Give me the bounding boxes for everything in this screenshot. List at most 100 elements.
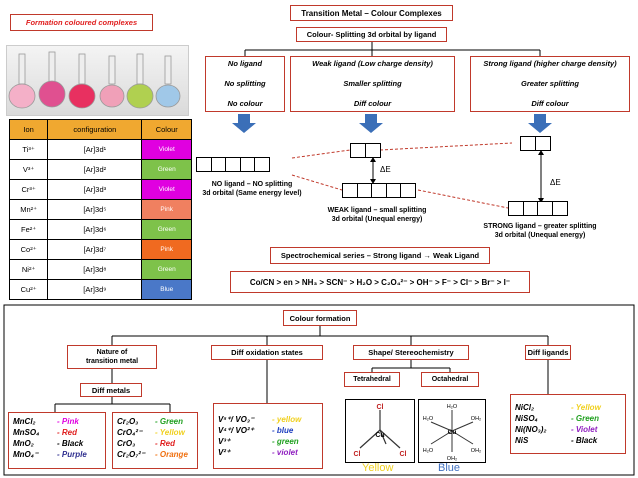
flasks-image	[6, 45, 189, 116]
colour-cell: Pink	[141, 239, 192, 260]
formula: CrO₃	[117, 439, 136, 448]
orbital-no-ligand	[196, 157, 270, 172]
ion-cell: Mn²⁺	[8, 199, 49, 220]
table-header-row: Ion configuration Colour	[8, 119, 192, 140]
no-ligand-caption-line2: 3d orbital (Same energy level)	[202, 190, 302, 197]
list-item: V³⁺- green	[218, 436, 301, 447]
spectrochemical-series: Co/CN > en > NH₃ > SCN⁻ > H₂O > C₂O₄²⁻ >…	[230, 271, 530, 293]
formula: NiCl₂	[515, 403, 535, 412]
strong-caption-line1: STRONG ligand – greater splitting	[483, 223, 597, 230]
diff-ligands-box: Diff ligands	[525, 345, 571, 360]
weak-caption-line1: WEAK ligand – small splitting	[327, 207, 427, 214]
weak-caption: WEAK ligand – small splitting 3d orbital…	[315, 206, 439, 224]
no-ligand-end: No colour	[227, 99, 263, 108]
tetrahedral-box: Tetrahedral	[344, 372, 400, 387]
octahedral-colour: Blue	[438, 462, 461, 474]
formula: MnO₄⁻	[13, 450, 39, 459]
formula-colour: - Yellow	[571, 403, 601, 412]
formula: V²⁺	[218, 448, 231, 457]
octa-ligand-br: OH₂	[471, 448, 481, 454]
formula-colour: - Pink	[57, 417, 79, 426]
formula: NiSO₄	[515, 414, 538, 423]
list-item: CrO₄²⁻- Yellow	[117, 427, 188, 438]
octa-cu: Cu	[448, 429, 457, 436]
no-ligand-head: No ligand	[227, 59, 263, 68]
list-item: Cr₂O₇²⁻ - Orange	[117, 449, 188, 460]
formula: MnSO₄	[13, 428, 40, 437]
list-item: MnO₂ - Black	[13, 438, 87, 449]
header-colour: Colour	[141, 119, 192, 140]
weak-ligand-mid: Smaller splitting	[343, 79, 402, 88]
tetrahedral-colour: Yellow	[362, 462, 394, 474]
configuration-cell: [Ar]3d²	[47, 159, 143, 180]
configuration-cell: [Ar]3d³	[47, 179, 143, 200]
list-item: MnCl₂ - Pink	[13, 416, 87, 427]
nature-box: Nature of transition metal	[67, 345, 157, 369]
no-ligand-mid: No splitting	[224, 79, 266, 88]
orbital-strong-lower	[508, 201, 568, 216]
no-ligand-box: No ligand No splitting No colour	[205, 56, 285, 112]
formula: MnO₂	[13, 439, 34, 448]
configuration-cell: [Ar]3d⁶	[47, 219, 143, 240]
list-item: V⁵⁺/ VO₃⁻- yellow	[218, 414, 301, 425]
weak-ligand-box: Weak ligand (Low charge density) Smaller…	[290, 56, 455, 112]
ion-cell: Cr³⁺	[8, 179, 49, 200]
formula-colour: - Orange	[155, 450, 188, 459]
list-item: NiCl₂ - Yellow	[515, 402, 601, 413]
list-item: MnSO₄- Red	[13, 427, 87, 438]
strong-ligand-box: Strong ligand (higher charge density) Gr…	[470, 56, 630, 112]
octa-ligand-bl: H₂O	[423, 448, 434, 454]
formula: V⁵⁺/ VO₃⁻	[218, 415, 255, 424]
formula: Cr₂O₇²⁻	[117, 450, 145, 459]
tetra-cl-right: Cl	[400, 451, 407, 458]
octahedral-structure: H₂O H₂O OH₂ Cu H₂O OH₂ OH₂	[418, 399, 486, 463]
colour-cell: Green	[141, 159, 192, 180]
formula-colour: - Green	[571, 414, 600, 423]
list-item: MnO₄⁻ - Purple	[13, 449, 87, 460]
colour-cell: Green	[141, 219, 192, 240]
formula-colour: - Green	[155, 417, 184, 426]
formula-colour: - Black	[57, 439, 84, 448]
ion-cell: V³⁺	[8, 159, 49, 180]
weak-ligand-head: Weak ligand (Low charge density)	[312, 59, 433, 68]
colour-cell: Violet	[141, 179, 192, 200]
formula-colour: - Black	[571, 436, 598, 445]
orbital-strong-upper	[520, 136, 551, 151]
no-ligand-caption: NO ligand – NO splitting 3d orbital (Sam…	[192, 180, 312, 198]
ion-cell: Cu²⁺	[8, 279, 49, 300]
formula: MnCl₂	[13, 417, 36, 426]
weak-caption-line2: 3d orbital (Unequal energy)	[331, 216, 423, 223]
formation-label: Formation coloured complexes	[10, 14, 153, 31]
orbital-weak-lower	[342, 183, 416, 198]
configuration-cell: [Ar]3d⁸	[47, 259, 143, 280]
formula: CrO₄²⁻	[117, 428, 143, 437]
tetra-cl-left: Cl	[354, 451, 361, 458]
ion-cell: Fe²⁺	[8, 219, 49, 240]
formula: NiS	[515, 436, 529, 445]
formula-colour: - Purple	[57, 450, 87, 459]
diff-metals-box: Diff metals	[80, 383, 142, 397]
orbital-weak-upper	[350, 143, 381, 158]
formula-colour: - blue	[272, 426, 294, 435]
tetra-cu: Cu	[375, 432, 384, 439]
list-item: Ni(NO₃)₂- Violet	[515, 424, 601, 435]
formula: V³⁺	[218, 437, 231, 446]
configuration-cell: [Ar]3d¹	[47, 139, 143, 160]
colour-cell: Green	[141, 259, 192, 280]
formula: Ni(NO₃)₂	[515, 425, 547, 434]
list-item: NiSO₄ - Green	[515, 413, 601, 424]
header-configuration: configuration	[47, 119, 143, 140]
strong-ligand-end: Diff colour	[531, 99, 569, 108]
no-ligand-caption-line1: NO ligand – NO splitting	[211, 181, 293, 188]
weak-ligand-end: Diff colour	[353, 99, 392, 108]
